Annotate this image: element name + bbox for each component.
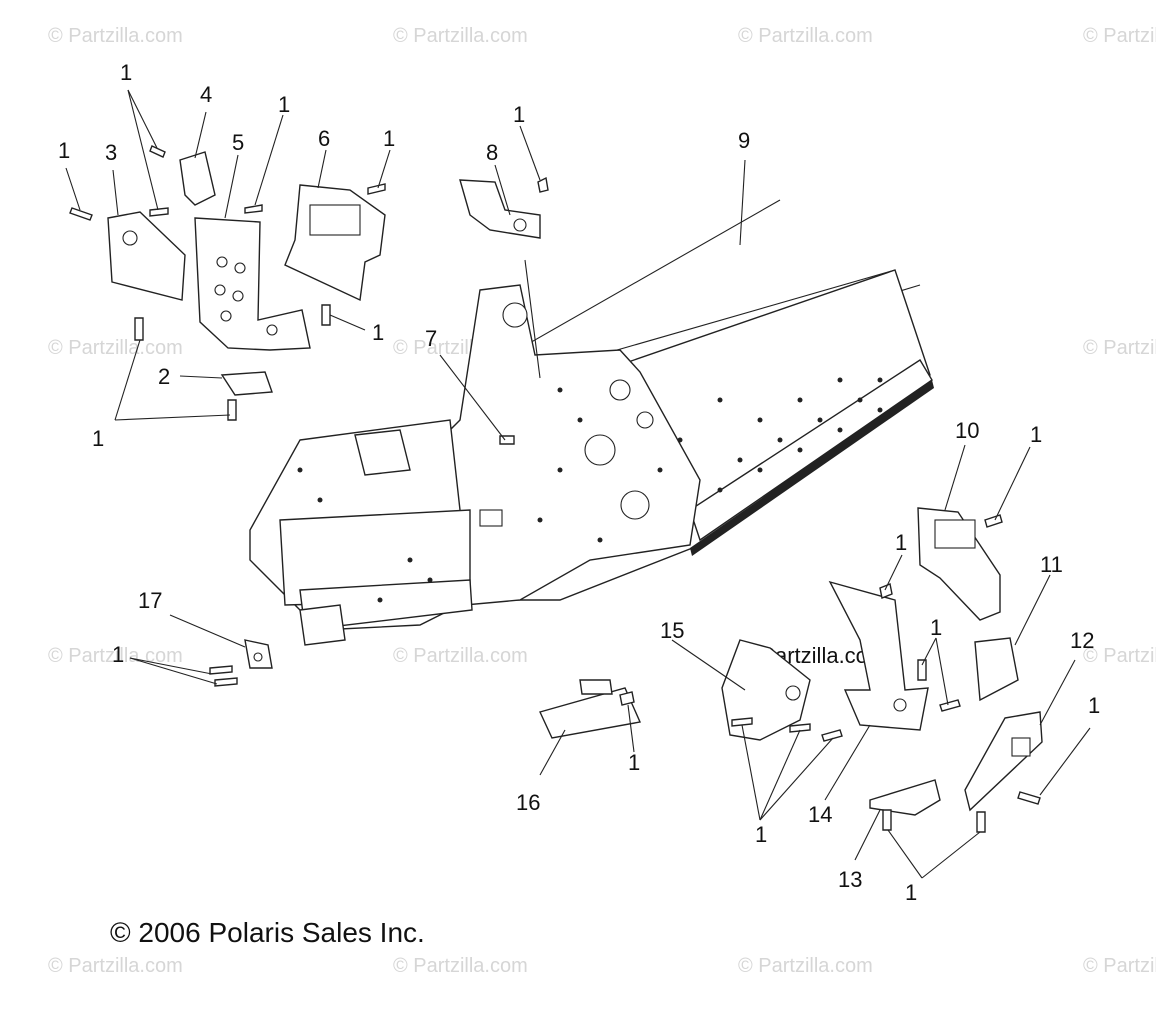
bracket-6 xyxy=(284,184,386,302)
callout-12: 12 xyxy=(1070,628,1094,653)
bracket-13 xyxy=(869,779,941,816)
callouts: 1 1 3 4 5 1 6 1 1 8 9 1 7 2 1 10 1 1 11 … xyxy=(58,60,1100,905)
callout-16: 16 xyxy=(516,790,540,815)
watermark: © Partzilla.com xyxy=(1083,337,1156,359)
callout-1: 1 xyxy=(895,530,907,555)
callout-1: 1 xyxy=(930,615,942,640)
callout-11: 11 xyxy=(1040,552,1063,577)
watermark: © Partzilla.com xyxy=(48,337,183,359)
watermark: © Partzilla.com xyxy=(393,955,528,977)
watermark: © Partzilla.com xyxy=(738,955,873,977)
chassis-frame xyxy=(249,199,934,646)
callout-1: 1 xyxy=(1088,693,1100,718)
watermark: © Partzilla.com xyxy=(48,955,183,977)
callout-2: 2 xyxy=(158,364,170,389)
watermark: © Partzilla.com xyxy=(738,25,873,47)
callout-14: 14 xyxy=(808,802,832,827)
callout-1: 1 xyxy=(92,426,104,451)
callout-1: 1 xyxy=(58,138,70,163)
callout-1: 1 xyxy=(1030,422,1042,447)
watermark: © Partzilla.com xyxy=(393,645,528,667)
callout-1: 1 xyxy=(383,126,395,151)
callout-1: 1 xyxy=(755,822,767,847)
callout-3: 3 xyxy=(105,140,117,165)
bracket-12 xyxy=(964,711,1043,812)
callout-13: 13 xyxy=(838,867,862,892)
copyright-notice: © 2006 Polaris Sales Inc. xyxy=(110,917,425,948)
callout-8: 8 xyxy=(486,140,498,165)
watermark: © Partzilla.com xyxy=(1083,25,1156,47)
watermark: © Partzilla.com xyxy=(48,25,183,47)
callout-6: 6 xyxy=(318,126,330,151)
watermark: © Partzilla.com xyxy=(1083,955,1156,977)
plate-16 xyxy=(539,687,641,739)
callout-9: 9 xyxy=(738,128,750,153)
bracket-4 xyxy=(179,151,216,206)
callout-1: 1 xyxy=(112,642,124,667)
plate-5 xyxy=(194,217,311,351)
callout-1: 1 xyxy=(278,92,290,117)
callout-1: 1 xyxy=(372,320,384,345)
leader-lines xyxy=(65,89,1091,879)
callout-1: 1 xyxy=(513,102,525,127)
callout-1: 1 xyxy=(628,750,640,775)
watermark: © Partzilla.com xyxy=(1083,645,1156,667)
callout-10: 10 xyxy=(955,418,979,443)
callout-4: 4 xyxy=(200,82,212,107)
callout-7: 7 xyxy=(425,326,437,351)
bracket-3 xyxy=(107,211,186,301)
watermark: © Partzilla.com xyxy=(393,25,528,47)
callout-1: 1 xyxy=(905,880,917,905)
callout-1: 1 xyxy=(120,60,132,85)
callout-5: 5 xyxy=(232,130,244,155)
fasteners xyxy=(69,145,1041,833)
bracket-15 xyxy=(721,639,811,741)
bracket-2 xyxy=(220,371,273,396)
bracket-14 xyxy=(828,580,929,731)
bracket-11 xyxy=(974,637,1019,702)
callout-15: 15 xyxy=(660,618,684,643)
callout-17: 17 xyxy=(138,588,162,613)
bracket-8 xyxy=(459,179,541,239)
